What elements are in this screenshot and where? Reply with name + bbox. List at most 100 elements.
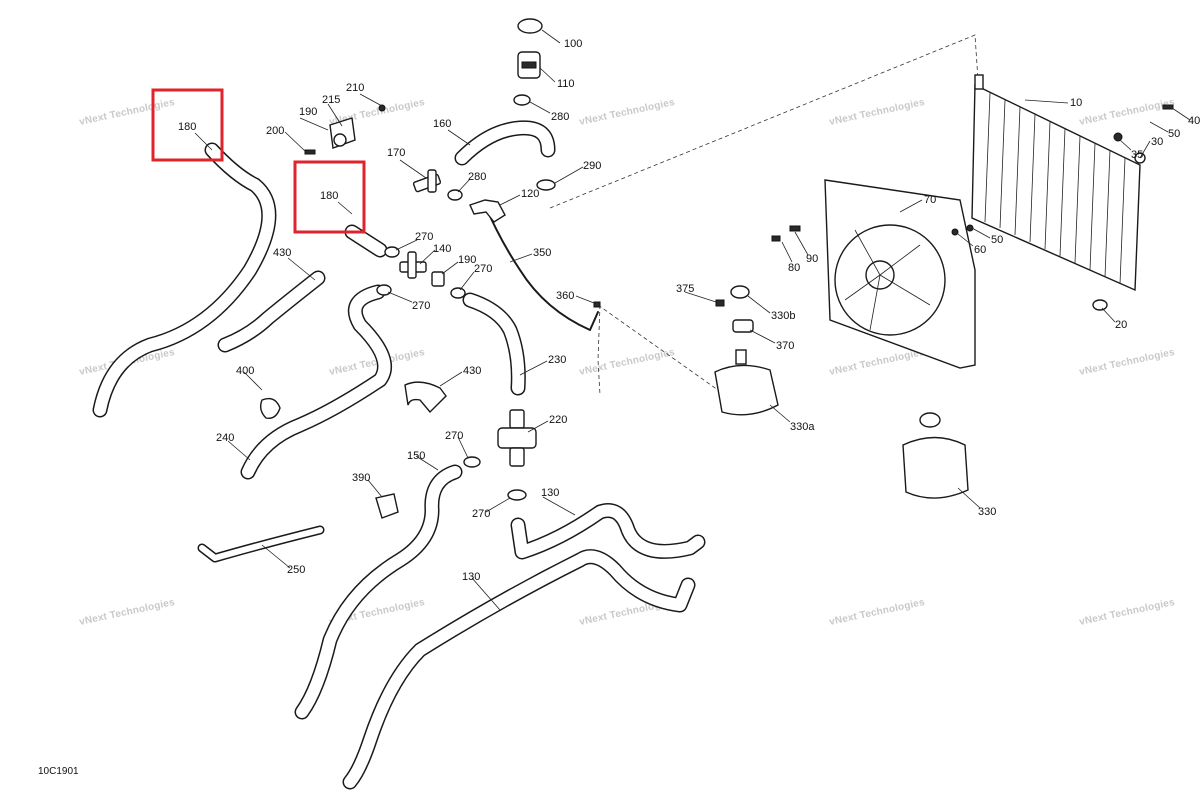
- label-360: 360: [556, 290, 574, 302]
- label-250: 250: [287, 564, 305, 576]
- label-20: 20: [1115, 319, 1127, 331]
- label-330: 330: [978, 506, 996, 518]
- clamp-270-a: [384, 246, 400, 258]
- clamp-270-e: [507, 489, 527, 501]
- label-50: 50: [1168, 128, 1180, 140]
- label-120: 120: [521, 188, 539, 200]
- label-170: 170: [387, 147, 405, 159]
- leader-lines: [194, 29, 1191, 611]
- label-160: 160: [433, 118, 451, 130]
- clamp-190: [431, 271, 445, 287]
- elbow-430-lower: [404, 381, 447, 414]
- clamp-270-d: [463, 456, 481, 468]
- label-375: 375: [676, 283, 694, 295]
- hoses: [92, 120, 706, 790]
- hose-180-short: [344, 224, 388, 258]
- hose-130-upper: [510, 503, 706, 560]
- label-280: 280: [551, 111, 569, 123]
- label-390: 390: [352, 472, 370, 484]
- fittings: [259, 18, 969, 519]
- screw-375: [715, 299, 725, 307]
- hose-430-upper: [217, 270, 326, 353]
- label-330a: 330a: [790, 421, 815, 433]
- watermark: vNext Technologies: [1078, 347, 1176, 378]
- label-150: 150: [407, 450, 425, 462]
- watermark: vNext Technologies: [578, 97, 676, 128]
- label-240: 240: [216, 432, 234, 444]
- label-35: 35: [1131, 149, 1143, 161]
- label-210: 210: [346, 82, 364, 94]
- clamp-290: [536, 179, 556, 191]
- oring-400: [259, 397, 281, 419]
- label-180: 180: [320, 190, 338, 202]
- tee-fitting-170: [412, 169, 442, 193]
- label-400: 400: [236, 365, 254, 377]
- vent-line-350: [484, 204, 599, 331]
- clamp-270-b: [450, 287, 466, 299]
- label-270: 270: [412, 300, 430, 312]
- label-430: 430: [463, 365, 481, 377]
- label-180: 180: [178, 121, 196, 133]
- clamp-390: [375, 493, 399, 519]
- hose-230: [462, 292, 526, 396]
- clamp-270-c: [376, 284, 392, 296]
- label-370: 370: [776, 340, 794, 352]
- label-280: 280: [468, 171, 486, 183]
- label-110: 110: [557, 78, 575, 90]
- highlight-boxes: [151, 88, 366, 234]
- watermark: vNext Technologies: [578, 347, 676, 378]
- watermark: vNext Technologies: [1078, 97, 1176, 128]
- watermark: vNext Technologies: [78, 97, 176, 128]
- watermark: vNext Technologies: [78, 597, 176, 628]
- reservoir-330: [902, 412, 969, 499]
- label-50: 50: [991, 234, 1003, 246]
- label-70: 70: [924, 194, 936, 206]
- radiator-cap-100: [517, 18, 543, 34]
- radiator-10: [966, 74, 1174, 311]
- label-190: 190: [458, 254, 476, 266]
- part-labels: 100 110 280 290 160 170 280 120 210 215 …: [178, 38, 1200, 583]
- label-220: 220: [549, 414, 567, 426]
- label-100: 100: [564, 38, 582, 50]
- diagram-reference-code: 10C1901: [38, 766, 79, 777]
- label-10: 10: [1070, 97, 1082, 109]
- hose-180-left: [92, 142, 277, 418]
- label-130: 130: [541, 487, 559, 499]
- label-430: 430: [273, 247, 291, 259]
- label-290: 290: [583, 160, 601, 172]
- label-30: 30: [1151, 136, 1163, 148]
- label-270: 270: [445, 430, 463, 442]
- label-200: 200: [266, 125, 284, 137]
- tee-fitting-140: [399, 251, 427, 279]
- clamp-280-mid: [447, 189, 463, 201]
- clip-360: [593, 301, 601, 308]
- label-270: 270: [415, 231, 433, 243]
- label-60: 60: [974, 244, 986, 256]
- fan-shroud-70: [771, 179, 976, 369]
- radiator-fins: [984, 92, 1126, 285]
- dashed-reference-lines: [549, 34, 979, 396]
- highlight-box-180-right: [293, 160, 366, 234]
- clamp-280-top: [513, 94, 531, 106]
- bracket-370: [732, 319, 754, 333]
- reservoir-330a: [714, 349, 779, 416]
- label-140: 140: [433, 243, 451, 255]
- hose-160: [454, 120, 556, 166]
- label-350: 350: [533, 247, 551, 259]
- label-270: 270: [472, 508, 490, 520]
- pipe-250: [197, 525, 325, 563]
- label-40: 40: [1188, 115, 1200, 127]
- elbow-120: [469, 199, 506, 223]
- hose-240: [240, 284, 392, 480]
- label-90: 90: [806, 253, 818, 265]
- hose-150: [294, 464, 463, 720]
- label-190: 190: [299, 106, 317, 118]
- bolt-210: [378, 104, 386, 112]
- cap-330b: [730, 285, 750, 299]
- label-130: 130: [462, 571, 480, 583]
- screw-200: [304, 149, 316, 155]
- watermark: vNext Technologies: [828, 347, 926, 378]
- thermostat-housing-220: [497, 409, 537, 467]
- label-270: 270: [474, 263, 492, 275]
